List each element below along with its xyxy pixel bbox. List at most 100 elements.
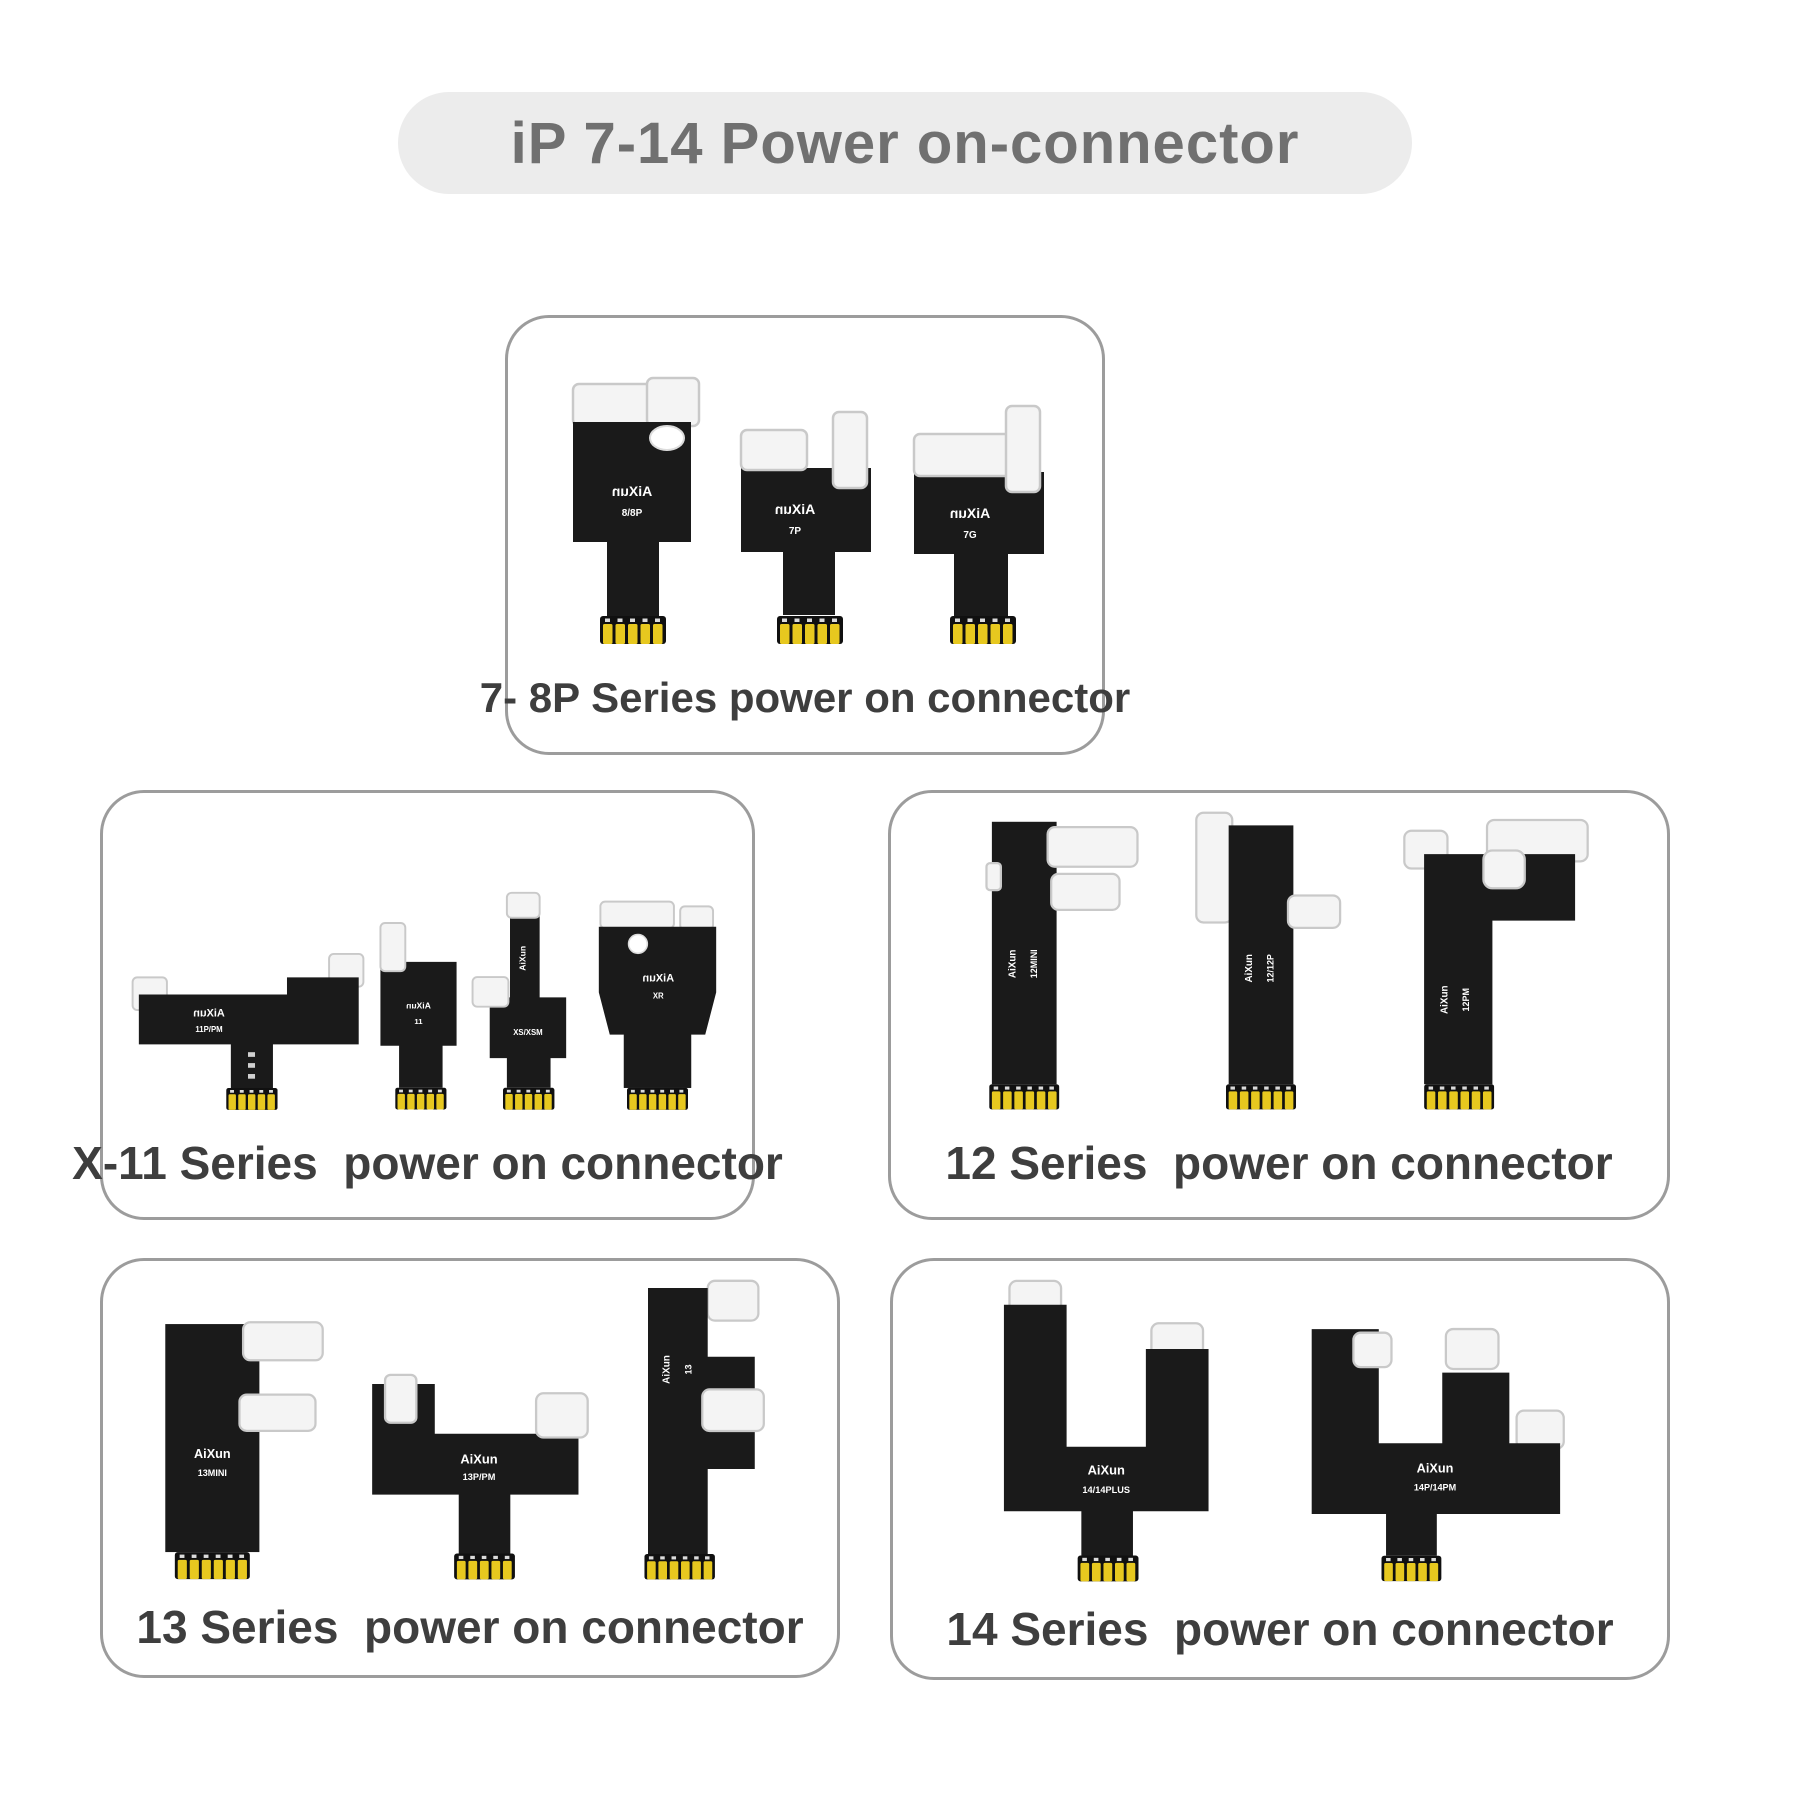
model-label: 8/8P bbox=[621, 508, 642, 519]
brand-mark: AiXun bbox=[194, 1007, 226, 1019]
model-label: XS/XSM bbox=[513, 1028, 542, 1037]
panel-14-series: AiXun 14/14PLUS AiXun 14P/14PM 14 Series… bbox=[890, 1258, 1670, 1680]
cable-tab bbox=[379, 922, 407, 973]
cable-tab bbox=[238, 1393, 317, 1432]
gold-pins bbox=[989, 1084, 1060, 1110]
alignment-hole bbox=[627, 933, 648, 955]
panel-caption: 14 Series power on connector bbox=[946, 1603, 1614, 1655]
cable-tab bbox=[241, 1321, 324, 1362]
panel-caption: 12 Series power on connector bbox=[945, 1137, 1613, 1189]
connector-14p-14pm: AiXun 14P/14PM bbox=[1311, 1327, 1565, 1582]
cable-tab bbox=[1046, 826, 1139, 868]
cable-tab bbox=[1050, 872, 1121, 911]
cable-tab bbox=[1195, 811, 1234, 924]
brand-mark: AiXun bbox=[642, 972, 674, 984]
connector-8-8p: AiXun 8/8P bbox=[571, 376, 700, 644]
connector-11: AiXun 11 bbox=[379, 922, 457, 1110]
connector-7p: AiXun 7P bbox=[739, 410, 871, 644]
cable-tab bbox=[534, 1392, 589, 1439]
model-label: 12MINI bbox=[1029, 949, 1039, 978]
brand-mark: AiXun bbox=[406, 1000, 431, 1010]
brand-mark: AiXun bbox=[1088, 1462, 1125, 1477]
cable-tab bbox=[1352, 1331, 1393, 1369]
cable-tab bbox=[739, 428, 809, 472]
gold-pins bbox=[454, 1553, 515, 1580]
brand-mark: AiXun bbox=[1439, 985, 1450, 1014]
model-label: 14/14PLUS bbox=[1082, 1485, 1130, 1495]
model-label: 11P/PM bbox=[196, 1025, 223, 1034]
model-label: 12PM bbox=[1461, 988, 1471, 1011]
connector-14-14plus: AiXun 14/14PLUS bbox=[1003, 1279, 1209, 1582]
connector-row: AiXun 13MINI AiXun 13P/PM AiXun 13 bbox=[123, 1279, 817, 1589]
cable-tab bbox=[706, 1279, 760, 1322]
alignment-hole bbox=[648, 425, 685, 451]
model-label: 13MINI bbox=[198, 1468, 227, 1478]
gold-pins bbox=[1077, 1555, 1139, 1582]
connector-row: AiXun 8/8P AiXun 7P AiXun 7G bbox=[528, 336, 1082, 654]
model-label: 13 bbox=[683, 1364, 693, 1374]
gold-pins bbox=[949, 616, 1016, 644]
panel-caption: 7- 8P Series power on connector bbox=[479, 674, 1131, 721]
model-label: 12/12P bbox=[1266, 954, 1276, 982]
brand-mark: AiXun bbox=[611, 483, 651, 499]
cable-tab bbox=[1444, 1327, 1500, 1371]
connector-13: AiXun 13 bbox=[644, 1279, 765, 1580]
connector-7g: AiXun 7G bbox=[912, 404, 1044, 644]
page-title: iP 7-14 Power on-connector bbox=[398, 92, 1412, 194]
brand-mark: AiXun bbox=[518, 946, 528, 971]
gold-pins bbox=[777, 616, 843, 644]
connector-12pm: AiXun 12PM bbox=[1403, 818, 1589, 1110]
panel-caption: X-11 Series power on connector bbox=[72, 1137, 783, 1189]
brand-mark: AiXun bbox=[949, 505, 989, 521]
model-label: 13P/PM bbox=[463, 1472, 496, 1482]
panel-7-8p-series: AiXun 8/8P AiXun 7P AiXun 7G 7- bbox=[479, 315, 1131, 755]
panel-x-11-series: AiXun 11P/PM AiXun 11 AiXun XS/XSM bbox=[72, 790, 783, 1220]
cable-tab bbox=[1286, 894, 1342, 929]
cable-tab bbox=[831, 410, 869, 490]
cable-tab bbox=[598, 900, 675, 930]
gold-pins bbox=[1381, 1555, 1442, 1582]
model-label: 7P bbox=[789, 526, 802, 537]
gold-pins bbox=[644, 1554, 715, 1580]
cable-tab bbox=[1515, 1409, 1565, 1450]
brand-mark: AiXun bbox=[1007, 950, 1018, 979]
brand-mark: AiXun bbox=[1244, 954, 1255, 983]
cable-tab bbox=[985, 862, 1002, 892]
cable-tab bbox=[471, 976, 510, 1008]
brand-mark: AiXun bbox=[460, 1451, 497, 1466]
cable-tab bbox=[701, 1388, 765, 1433]
gold-pins bbox=[1225, 1084, 1297, 1110]
panel-caption: 13 Series power on connector bbox=[136, 1601, 804, 1653]
gold-pins bbox=[394, 1087, 447, 1110]
connector-row: AiXun 14/14PLUS AiXun 14P/14PM bbox=[913, 1279, 1647, 1591]
gold-pins bbox=[503, 1087, 555, 1110]
connector-13p-pm: AiXun 13P/PM bbox=[372, 1373, 589, 1580]
connector-xs-xsm: AiXun XS/XSM bbox=[471, 891, 567, 1110]
cable-tab bbox=[506, 891, 541, 919]
cable-tab bbox=[1004, 404, 1041, 494]
connector-12mini: AiXun 12MINI bbox=[985, 821, 1139, 1110]
model-label: 14P/14PM bbox=[1414, 1482, 1456, 1492]
cable-tab bbox=[678, 905, 714, 931]
connector-row: AiXun 11P/PM AiXun 11 AiXun XS/XSM bbox=[123, 811, 732, 1119]
connector-xr: AiXun XR bbox=[598, 900, 716, 1110]
connector-13mini: AiXun 13MINI bbox=[165, 1321, 324, 1580]
model-label: 7G bbox=[963, 530, 977, 541]
cable-tab bbox=[383, 1373, 418, 1424]
gold-pins bbox=[626, 1087, 688, 1110]
connector-12-12p: AiXun 12/12P bbox=[1195, 811, 1342, 1110]
model-label: XR bbox=[652, 992, 663, 1001]
connector-row: AiXun 12MINI AiXun 12/12P AiXun 12PM bbox=[911, 811, 1647, 1119]
panel-12-series: AiXun 12MINI AiXun 12/12P AiXun 12PM bbox=[888, 790, 1670, 1220]
gold-pins bbox=[1424, 1084, 1495, 1110]
brand-mark: AiXun bbox=[1417, 1461, 1454, 1475]
gold-pins bbox=[226, 1088, 279, 1110]
cable-tab bbox=[1482, 849, 1526, 890]
brand-mark: AiXun bbox=[775, 501, 815, 517]
panel-13-series: AiXun 13MINI AiXun 13P/PM AiXun 13 bbox=[100, 1258, 840, 1678]
gold-pins bbox=[174, 1552, 250, 1580]
cable-tab bbox=[645, 376, 700, 428]
connector-11p-pm: AiXun 11P/PM bbox=[132, 952, 365, 1110]
brand-mark: AiXun bbox=[662, 1355, 673, 1384]
